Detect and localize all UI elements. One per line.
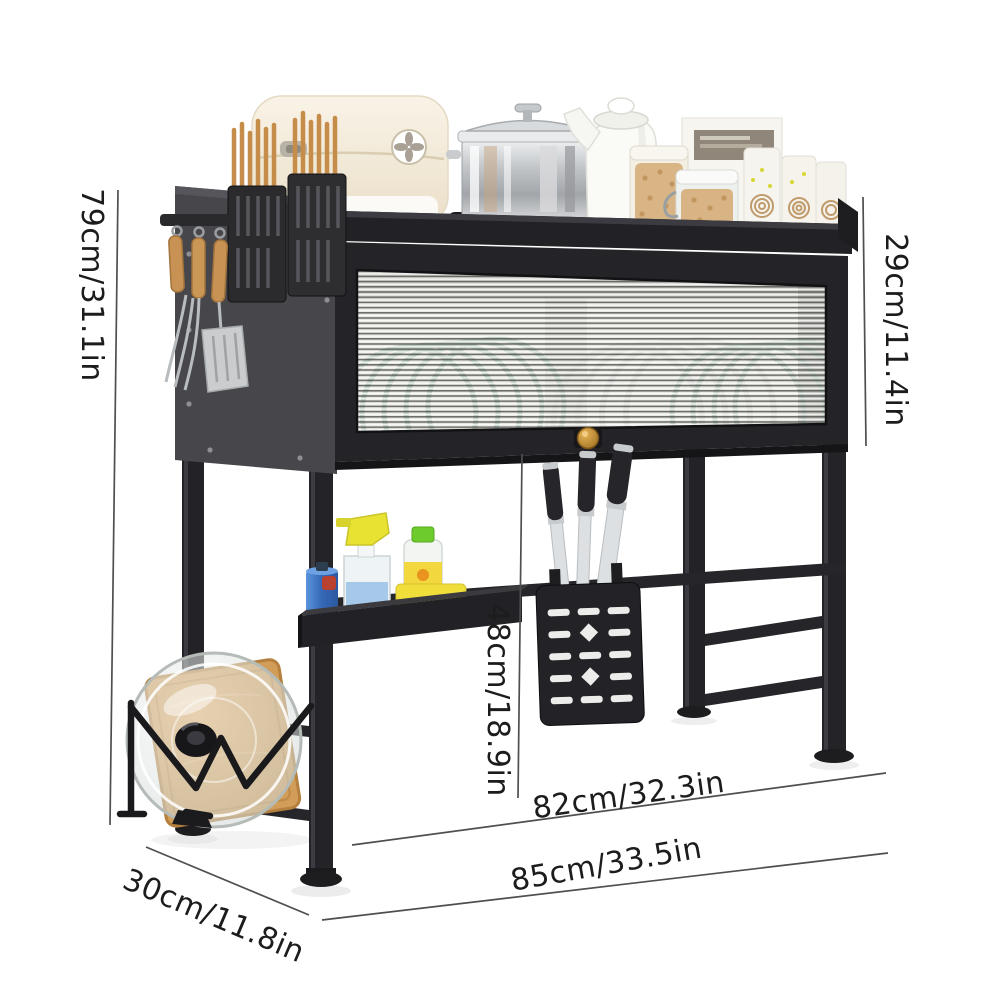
- spray-bottle: [336, 512, 391, 617]
- top-shelf-bar: [185, 198, 858, 254]
- cabinet-frame: [335, 242, 848, 470]
- front-left-leg: [300, 456, 342, 887]
- dimension-line-overall-width: [321, 852, 889, 921]
- front-right-leg: [814, 440, 854, 763]
- steel-pot: [446, 103, 610, 232]
- pot-lid: [125, 651, 303, 829]
- wire-holder-foot: [172, 810, 212, 828]
- hanging-utensils: [160, 214, 249, 393]
- cereal-containers: [629, 117, 847, 235]
- cabinet: [160, 110, 848, 474]
- fluted-glass-door: [357, 270, 826, 432]
- label-overall-height: 79cm/31.1in: [74, 188, 109, 382]
- snack-pouches: [743, 147, 847, 235]
- knives: [542, 443, 634, 603]
- dimension-line-overall-height: [109, 189, 119, 826]
- fan-logo-icon: [391, 129, 427, 165]
- spray-can: [306, 562, 338, 616]
- label-cabinet-height: 29cm/11.4in: [878, 233, 913, 427]
- floor-shadows: [152, 717, 859, 897]
- door-knob: [574, 426, 602, 450]
- fork-utensil: [164, 294, 201, 391]
- turner-utensil: [201, 301, 249, 393]
- dimension-line-cabinet-height: [862, 196, 867, 447]
- utility-tray: [298, 584, 530, 648]
- utensil-handles: [168, 235, 229, 303]
- chopstick-holder: [227, 110, 347, 303]
- label-under-clearance: 48cm/18.9in: [480, 603, 515, 797]
- label-depth: 30cm/11.8in: [118, 862, 310, 970]
- label-inner-width: 82cm/32.3in: [530, 765, 727, 827]
- dimension-line-depth: [145, 846, 310, 916]
- knife-holder: [535, 562, 645, 726]
- dimension-line-under-clearance: [517, 453, 523, 799]
- dimension-lines: [109, 189, 889, 921]
- label-overall-width: 85cm/33.5in: [508, 831, 705, 899]
- lid-knob: [175, 722, 217, 757]
- dimension-line-inner-width: [351, 772, 887, 846]
- right-side-braces: [705, 616, 822, 706]
